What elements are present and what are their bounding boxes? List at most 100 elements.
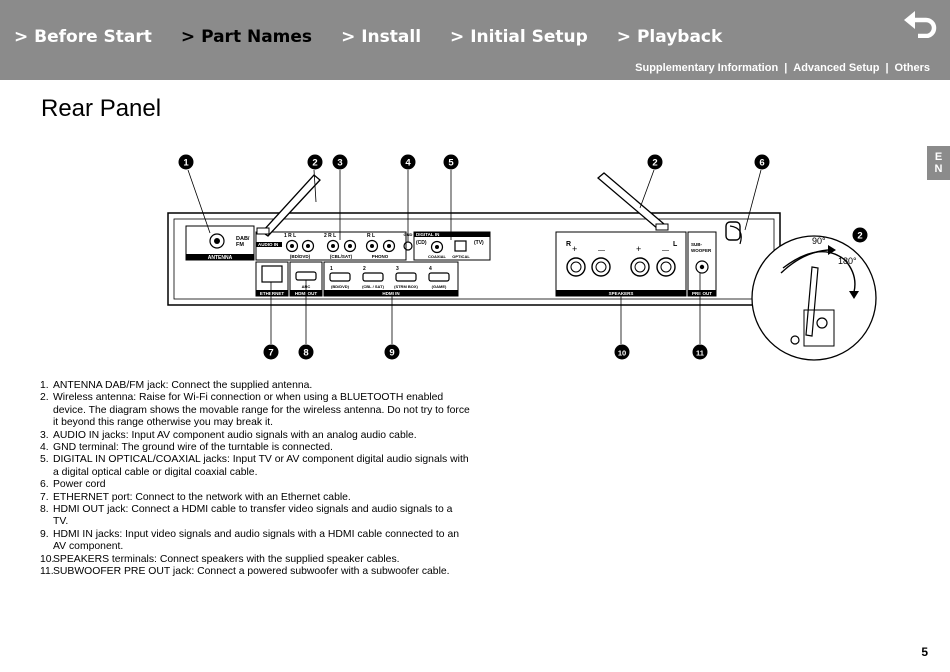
item-text: Wireless antenna: Raise for Wi-Fi connec… [53,392,470,429]
item-text: DIGITAL IN OPTICAL/COAXIAL jacks: Input … [53,454,469,478]
callout-circle [384,344,400,360]
callout-circle [298,344,314,360]
pre-out-label: PRE OUT [692,291,712,296]
hdmi-cbl-sat-label: (CBL / SAT) [362,284,385,289]
nav-part-names[interactable]: > Part Names [180,27,313,47]
callout-number: 10 [618,349,626,358]
rca-jack-core [370,244,374,248]
sub-navigation: Supplementary Information | Advanced Set… [635,62,930,74]
link-supplementary-information[interactable]: Supplementary Information [635,62,779,74]
item-text: HDMI OUT jack: Connect a HDMI cable to t… [53,504,453,528]
list-item: 5.DIGITAL IN OPTICAL/COAXIAL jacks: Inpu… [40,454,470,479]
callout-number: 7 [268,348,273,359]
cd-label: (CD) [416,240,427,246]
hdmi-in-jack [362,272,384,282]
rca-jack-core [290,244,294,248]
subwoofer-jack [695,260,709,274]
main-nav: > Before Start > Part Names > Install > … [14,27,751,47]
hdmi-in-4-num: 4 [429,266,432,272]
detail-jack [790,335,800,345]
antenna-label: ANTENNA [208,255,233,261]
hdmi-in-jack [395,272,417,282]
callout-number: 3 [337,158,342,169]
bd-dvd-label: (BD/DVD) [290,254,311,259]
hdmi-game-label: (GAME) [432,284,447,289]
audio-in-label-bar [256,242,282,247]
link-advanced-setup[interactable]: Advanced Setup [793,62,880,74]
rca-jack [343,239,357,253]
list-item: 1.ANTENNA DAB/FM jack: Connect the suppl… [40,380,470,392]
callout: 2 [647,154,663,170]
rear-panel-diagram: ANTENNA DAB/ FM AUDIO IN 1 R L 2 R L R L… [167,154,877,361]
item-number: 2. [40,392,49,404]
speaker-r-label: R [566,241,571,248]
hdmi-in-jack [329,272,351,282]
callout-circle [614,344,630,360]
nav-install[interactable]: > Install [341,27,422,47]
link-others[interactable]: Others [894,62,930,74]
nav-initial-setup[interactable]: > Initial Setup [450,27,588,47]
rca-jacks [285,239,396,253]
speaker-terminal-ring [595,261,607,273]
hdmi-in-3-num: 3 [396,266,399,272]
subwoofer-label: SUB- [691,242,703,247]
cbl-sat-label: (CBL/SAT) [330,254,353,259]
speakers-label-bar [556,290,686,296]
item-text: SPEAKERS terminals: Connect speakers wit… [53,553,400,565]
lang-letter: N [934,163,943,175]
item-text: ETHERNET port: Connect to the network wi… [53,491,351,503]
leader-line [313,169,317,203]
list-item: 10.SPEAKERS terminals: Connect speakers … [40,554,470,566]
digital-in-label-bar [414,232,490,237]
callout: 6 [754,154,770,170]
audio-in-label: AUDIO IN [258,242,278,247]
rotation-arrow-180 [782,251,856,293]
callout-circle [263,344,279,360]
callout-number: 8 [303,348,308,359]
rca-jack [365,239,379,253]
callout-number: 2 [312,158,317,169]
coaxial-label: COAXIAL [428,254,447,259]
lang-letter: E [934,151,943,163]
language-tab[interactable]: E N [927,146,950,180]
speaker-plus: + [572,244,577,254]
list-item: 11.SUBWOOFER PRE OUT jack: Connect a pow… [40,566,470,578]
speaker-minus: — [662,247,669,254]
item-text: HDMI IN jacks: Input video signals and a… [53,528,460,553]
speaker-terminal [591,257,611,277]
callout-circle [647,154,663,170]
callout: 1 [178,154,194,170]
list-item: 2. Wireless antenna: Raise for Wi-Fi conn… [40,392,470,429]
return-arrow-icon[interactable] [904,8,938,38]
item-number: 10. [40,553,55,565]
phono-label: PHONO [372,254,389,259]
antenna-hinge [655,223,669,231]
nav-playback[interactable]: > Playback [616,27,723,47]
speaker-minus: — [598,247,605,254]
digital-in-label: DIGITAL IN [416,232,439,237]
callout-circle [692,344,708,360]
subwoofer-label: WOOFER [691,248,712,253]
rca-jack [382,239,396,253]
speaker-terminal-ring [660,261,672,273]
callout: 4 [400,154,416,170]
list-item: 8.HDMI OUT jack: Connect a HDMI cable to… [40,504,470,529]
list-item: 9.HDMI IN jacks: Input video signals and… [40,529,470,554]
audio-in-2-label: 2 R L [324,233,336,239]
wireless-antenna-right [596,172,669,231]
item-number: 6. [40,479,49,491]
item-number: 4. [40,442,49,454]
callout: 3 [332,154,348,170]
speaker-l-label: L [673,241,678,248]
leader-line [639,169,655,209]
item-number: 1. [40,380,49,391]
item-number: 7. [40,491,49,503]
nav-before-start[interactable]: > Before Start [14,27,152,47]
list-item: 6.Power cord [40,479,470,491]
callout-circle [443,154,459,170]
dab-fm-jack-core [214,238,220,244]
angle-90-label: 90° [812,236,826,246]
ethernet-label-bar [256,290,288,296]
callout-circle [178,154,194,170]
coaxial-jack-core [435,245,439,249]
